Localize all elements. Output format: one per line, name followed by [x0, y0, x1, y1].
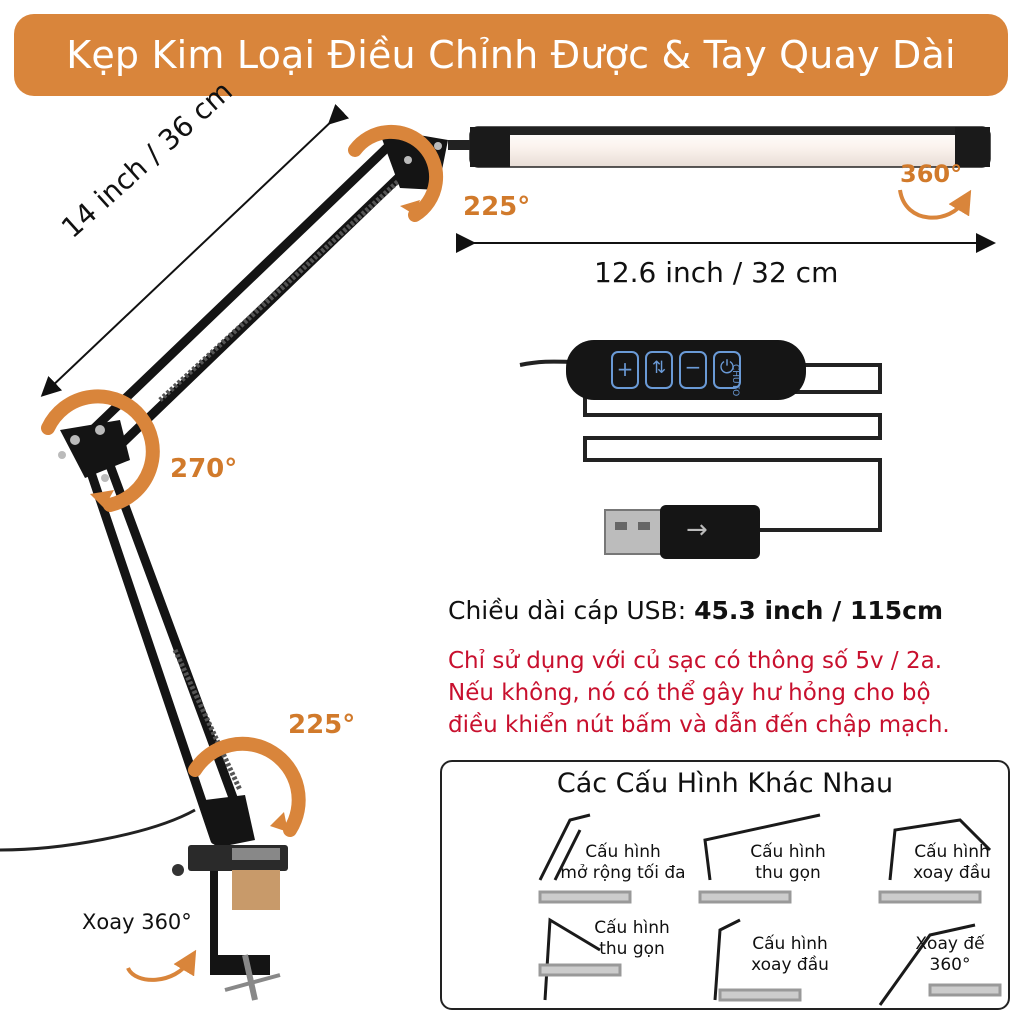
- config-item-6-line1: Xoay đế: [915, 934, 985, 954]
- configurations-title: Các Cấu Hình Khác Nhau: [556, 768, 894, 799]
- config-item-1-line2: mở rộng tối đa: [560, 863, 686, 883]
- clamp-rotate-arrow: [126, 949, 197, 982]
- config-item-6-line2: 360°: [929, 955, 971, 975]
- light-rotate-label: 360°: [900, 160, 963, 188]
- middle-rotation-arc: [41, 389, 160, 512]
- plus-icon: +: [616, 357, 634, 381]
- usb-length-label: Chiều dài cáp USB:: [448, 596, 687, 625]
- light-rotate-arrow: [898, 189, 972, 220]
- config-item-1-line1: Cấu hình: [585, 842, 661, 862]
- config-item-3: Cấu hình xoay đầu: [892, 842, 1012, 884]
- configurations-panel: [440, 760, 1010, 1010]
- config-item-5-line1: Cấu hình: [752, 934, 828, 954]
- title-banner: Kẹp Kim Loại Điều Chỉnh Được & Tay Quay …: [14, 14, 1008, 96]
- config-item-4-line2: thu gọn: [599, 939, 665, 959]
- config-item-6: Xoay đế 360°: [905, 934, 995, 976]
- controller-body: [566, 340, 806, 400]
- usb-plug: [660, 505, 760, 559]
- usb-length-line: Chiều dài cáp USB: 45.3 inch / 115cm: [448, 596, 943, 625]
- clamp-rotate-label: Xoay 360°: [82, 910, 192, 934]
- config-item-2-line1: Cấu hình: [750, 842, 826, 862]
- minus-icon: −: [684, 355, 702, 379]
- light-dimension-label: 12.6 inch / 32 cm: [594, 256, 839, 289]
- config-item-5-line2: xoay đầu: [751, 955, 829, 975]
- arm-dimension-arrow: [40, 103, 350, 397]
- config-item-3-line1: Cấu hình: [914, 842, 990, 862]
- usb-length-value: 45.3 inch / 115cm: [694, 596, 944, 625]
- config-item-2-line2: thu gọn: [755, 863, 821, 883]
- warning-line-2: Nếu không, nó có thể gây hư hỏng cho bộ: [448, 680, 931, 706]
- base-angle-label: 225°: [288, 710, 356, 740]
- head-angle-label: 225°: [463, 192, 531, 222]
- middle-angle-label: 270°: [170, 454, 238, 484]
- warning-line-3: điều khiển nút bấm và dẫn đến chập mạch.: [448, 712, 950, 738]
- config-item-2: Cấu hình thu gọn: [728, 842, 848, 884]
- config-item-4: Cấu hình thu gọn: [572, 918, 692, 960]
- banner-title: Kẹp Kim Loại Điều Chỉnh Được & Tay Quay …: [66, 33, 956, 77]
- warning-line-1: Chỉ sử dụng với củ sạc có thông số 5v / …: [448, 648, 943, 674]
- base-rotation-arc: [188, 736, 306, 837]
- config-item-4-line1: Cấu hình: [594, 918, 670, 938]
- power-icon: ⏻: [719, 357, 735, 378]
- config-item-3-line2: xoay đầu: [913, 863, 991, 883]
- mode-icon: ⇅: [651, 358, 667, 378]
- usb-icon: →: [686, 515, 708, 545]
- head-rotation-arc: [348, 124, 444, 222]
- config-item-1: Cấu hình mở rộng tối đa: [548, 842, 698, 884]
- config-item-5: Cấu hình xoay đầu: [730, 934, 850, 976]
